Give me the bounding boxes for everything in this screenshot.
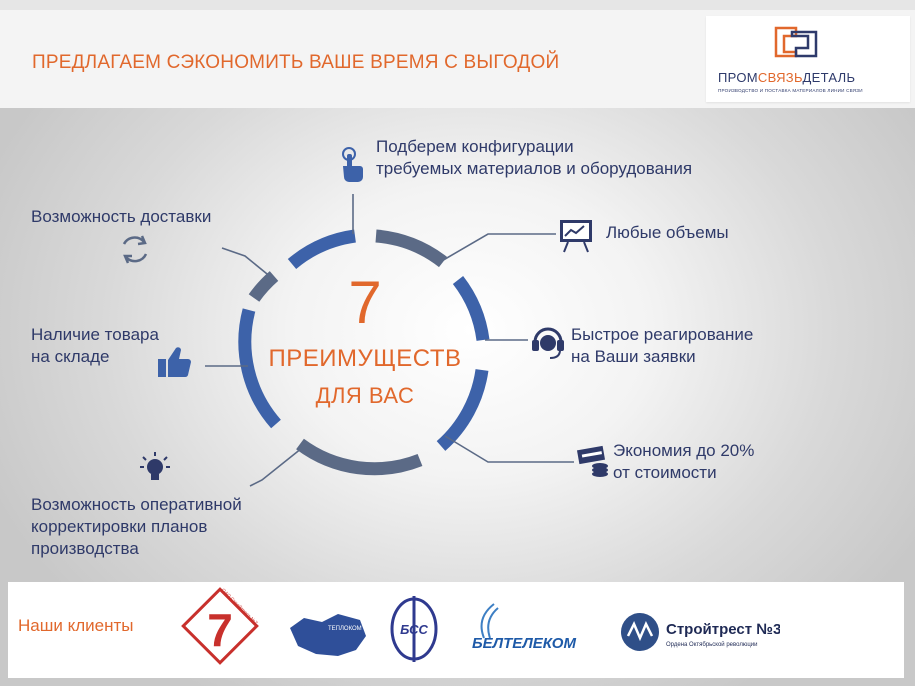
company-logo: ПРОМСВЯЗЬДЕТАЛЬ ПРОИЗВОДСТВО И ПОСТАВКА … (706, 16, 910, 102)
page-title: ПРЕДЛАГАЕМ СЭКОНОМИТЬ ВАШЕ ВРЕМЯ С ВЫГОД… (32, 52, 560, 73)
connector-line-7 (221, 247, 273, 279)
feature-fast-response: Быстрое реагирование на Ваши заявки (571, 325, 754, 366)
hand-pointer-icon (342, 147, 363, 182)
client-logo-bss-text: БСС (400, 622, 428, 637)
lightbulb-icon (140, 452, 170, 480)
client-logo-stroytrest3-caption: Ордена Октябрьской революции (666, 641, 757, 648)
ring-segment-top-right (375, 229, 448, 268)
ring-segment-bottom (296, 438, 423, 476)
feature-configuration: Подберем конфигурации требуемых материал… (376, 137, 693, 178)
client-logo-beltelecom: БЕЛТЕЛЕКОМ (472, 603, 576, 652)
logo-tagline: ПРОИЗВОДСТВО И ПОСТАВКА МАТЕРИАЛОВ ЛИНИИ… (718, 88, 863, 93)
client-logo-stroytrest7-number: 7 (207, 604, 233, 656)
refresh-cycle-icon (122, 235, 148, 264)
client-logo-stroytrest3: Стройтрест №3 Ордена Октябрьской революц… (621, 613, 780, 651)
center-title-line2: ДЛЯ ВАС (315, 383, 415, 408)
client-logo-stroytrest7: 7 ОАО Стройтрест №7 (181, 587, 259, 665)
connector-line-2 (439, 233, 556, 263)
logo-name: ПРОМСВЯЗЬДЕТАЛЬ (718, 70, 856, 85)
client-logo-teplokomstroy: ТЕПЛОКОМ СТРОЙ (290, 600, 370, 656)
ring-segment-upper-left (248, 271, 279, 302)
ring-segment-right (452, 276, 490, 341)
logo-mark-icon (774, 26, 818, 58)
ring-segment-lower-right (436, 368, 489, 451)
client-logo-teplokomstroy-text: ТЕПЛОКОМ СТРОЙ (328, 624, 370, 632)
feature-any-volumes: Любые объемы (606, 223, 729, 242)
client-logo-stroytrest3-text: Стройтрест №3 (666, 621, 780, 638)
presentation-board-icon (560, 220, 592, 253)
ring-segment-left (238, 308, 281, 429)
center-number: 7 (348, 269, 382, 336)
feature-delivery: Возможность доставки (31, 207, 212, 226)
connector-line-4 (444, 435, 574, 463)
connector-line-5 (249, 447, 303, 487)
ring-segment-top (287, 229, 357, 270)
client-logo-bss: БСС (390, 596, 438, 662)
top-strip (0, 0, 915, 10)
clients-label: Наши клиенты (18, 616, 134, 635)
center-title-line1: ПРЕИМУЩЕСТВ (268, 345, 462, 372)
thumbs-up-icon (158, 347, 191, 378)
money-icon (576, 445, 608, 477)
feature-plan-correction: Возможность оперативной корректировки пл… (31, 495, 242, 558)
feature-in-stock: Наличие товара на складе (31, 325, 159, 366)
clients-band (8, 582, 904, 678)
client-logo-beltelecom-text: БЕЛТЕЛЕКОМ (472, 635, 576, 652)
headset-icon (532, 327, 564, 359)
feature-savings: Экономия до 20% от стоимости (613, 441, 755, 482)
